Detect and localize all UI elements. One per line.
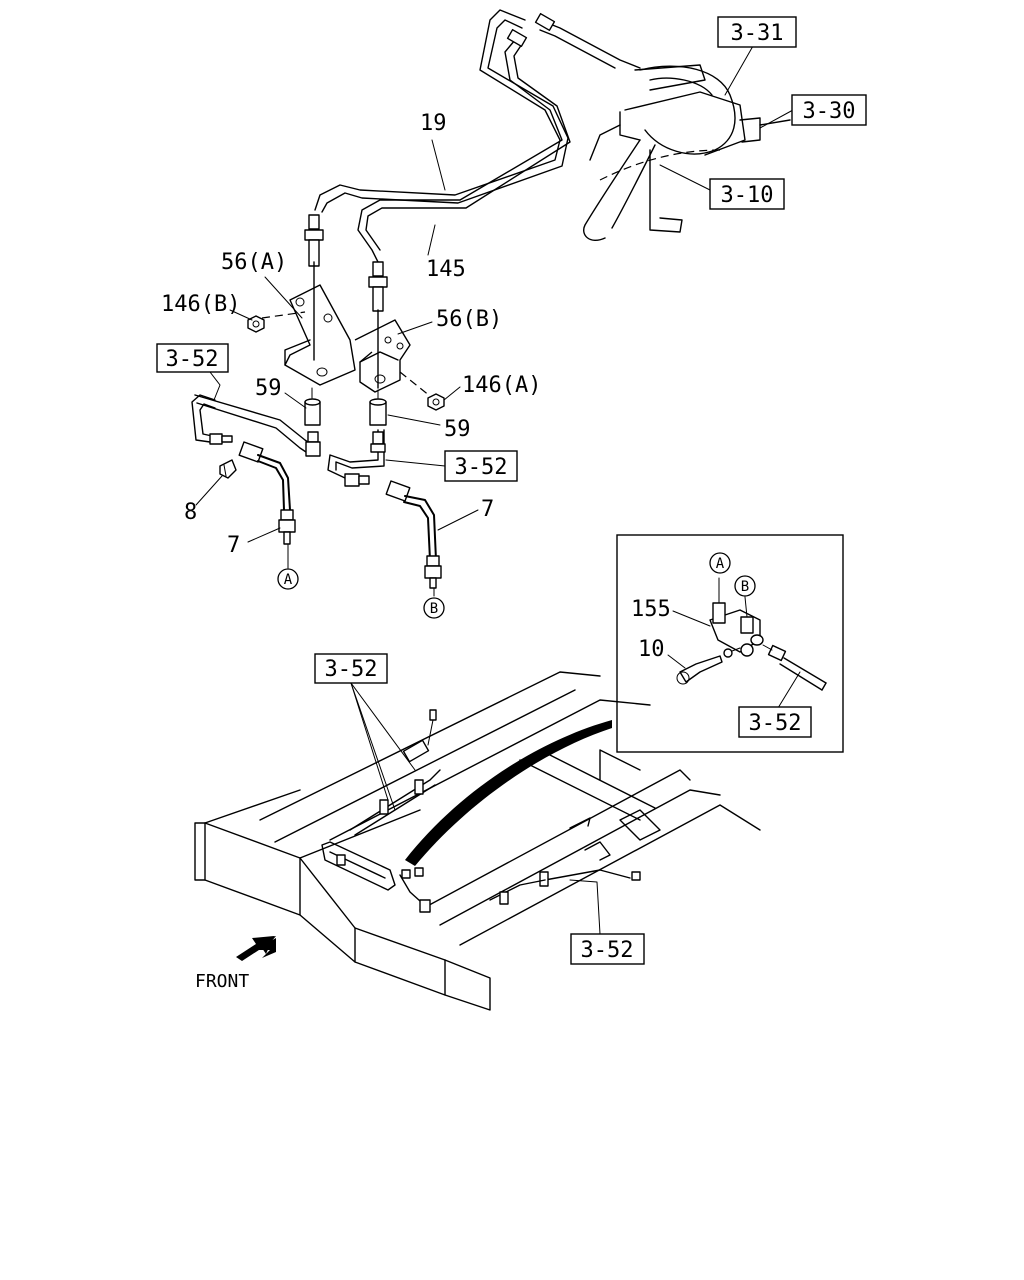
- bolt-10: [676, 647, 741, 685]
- brake-pipe-left: [191, 394, 321, 457]
- svg-text:3-31: 3-31: [731, 21, 784, 46]
- label-146a: 146(A): [462, 373, 541, 398]
- ref-box-3-52-inset: 3-52: [738, 706, 812, 738]
- brake-pipe-right: [327, 429, 386, 487]
- three-way-connector-155: [709, 577, 764, 657]
- label-146b: 146(B): [161, 292, 240, 317]
- callout-b-inset: B: [734, 575, 756, 597]
- ref-box-3-10: 3-10: [709, 178, 785, 210]
- spacer-59-right: [369, 389, 387, 426]
- brake-hose-7-right: [385, 480, 442, 589]
- bracket-56a: [284, 261, 356, 386]
- ref-box-3-31: 3-31: [717, 16, 797, 48]
- ref-box-3-52-frame-top: 3-52: [314, 653, 416, 811]
- brake-pedal-assembly: [583, 64, 791, 242]
- pipe-fitting: [506, 12, 556, 48]
- svg-text:B: B: [741, 579, 749, 595]
- label-10: 10: [638, 637, 665, 662]
- label-56b: 56(B): [436, 307, 502, 332]
- label-7-right: 7: [481, 497, 494, 522]
- svg-text:3-52: 3-52: [749, 711, 802, 736]
- label-59-right: 59: [444, 417, 471, 442]
- leader-lines: [195, 45, 794, 597]
- svg-text:A: A: [284, 572, 293, 588]
- spacer-59-left: [304, 387, 321, 426]
- ref-box-3-52-mid: 3-52: [444, 450, 518, 482]
- label-145: 145: [426, 257, 466, 282]
- callout-b-left: B: [423, 597, 445, 619]
- label-19: 19: [420, 111, 447, 136]
- svg-text:3-52: 3-52: [325, 657, 378, 682]
- svg-text:A: A: [716, 556, 725, 572]
- ref-box-3-30: 3-30: [791, 94, 867, 126]
- label-8: 8: [184, 500, 197, 525]
- svg-text:3-52: 3-52: [581, 938, 634, 963]
- pipe-fitting: [304, 214, 388, 312]
- label-155: 155: [631, 597, 671, 622]
- chassis-frame: [194, 671, 761, 1011]
- label-7-left: 7: [227, 533, 240, 558]
- ref-box-3-52-frame-bottom: 3-52: [569, 879, 645, 965]
- front-arrow-icon: [236, 936, 276, 961]
- svg-text:B: B: [430, 601, 438, 617]
- svg-text:3-10: 3-10: [721, 183, 774, 208]
- nut-146a: [399, 371, 445, 411]
- svg-text:3-30: 3-30: [803, 99, 856, 124]
- callout-a-left: A: [277, 568, 299, 590]
- inset-pipe: [762, 644, 827, 691]
- callout-a-inset: A: [709, 552, 731, 574]
- label-front: FRONT: [195, 971, 249, 992]
- svg-text:3-52: 3-52: [455, 455, 508, 480]
- svg-text:3-52: 3-52: [166, 347, 219, 372]
- label-59-left: 59: [255, 376, 282, 401]
- ref-box-3-52-left: 3-52: [156, 343, 229, 373]
- clip-8: [219, 459, 237, 479]
- brake-hose-7-left: [238, 441, 296, 545]
- label-56a: 56(A): [221, 250, 287, 275]
- part-labels: 19 145 56(A) 56(B) 146(B) 146(A) 59 59 8…: [161, 111, 671, 992]
- bracket-56b: [354, 309, 411, 393]
